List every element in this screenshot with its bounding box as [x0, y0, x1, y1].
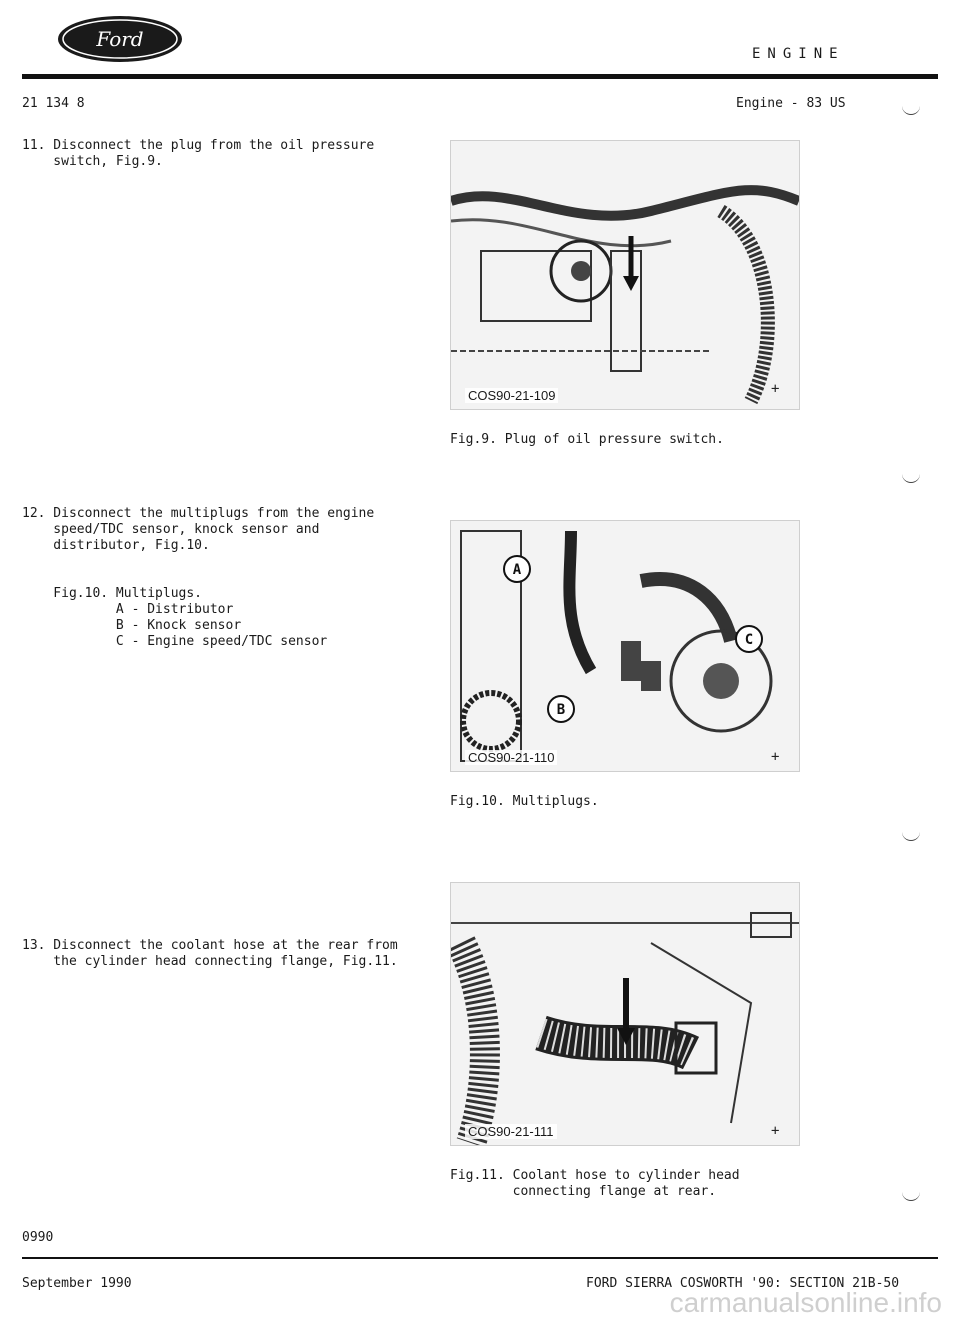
- figure-10-code: COS90-21-110: [465, 750, 558, 765]
- fig10-legend: Fig.10. Multiplugs. A - Distributor B - …: [53, 586, 328, 649]
- svg-text:A: A: [513, 562, 522, 578]
- subsection-title: Engine - 83 US: [736, 96, 846, 111]
- svg-text:+: +: [771, 1123, 779, 1139]
- figure-9-code: COS90-21-109: [465, 388, 559, 403]
- watermark: carmanualsonline.info: [669, 1287, 942, 1318]
- figure-11-caption: Fig.11. Coolant hose to cylinder head co…: [450, 1168, 740, 1199]
- svg-text:Ford: Ford: [95, 27, 143, 51]
- page-code: 21 134 8: [22, 96, 85, 111]
- header-rule: [22, 74, 938, 79]
- figure-10-image: A B C + COS90-21-110: [450, 520, 800, 772]
- svg-text:+: +: [771, 381, 779, 397]
- figure-10-caption: Fig.10. Multiplugs.: [450, 794, 599, 809]
- ford-logo: Ford: [56, 14, 184, 64]
- figure-11-code: COS90-21-111: [465, 1124, 557, 1139]
- step-13: 13. Disconnect the coolant hose at the r…: [22, 938, 398, 969]
- figure-9-image: + COS90-21-109: [450, 140, 800, 410]
- svg-text:+: +: [771, 749, 779, 765]
- svg-text:C: C: [745, 632, 753, 648]
- figure-9-caption: Fig.9. Plug of oil pressure switch.: [450, 432, 724, 447]
- footer-rule: [22, 1257, 938, 1259]
- footer-code: 0990: [22, 1230, 54, 1245]
- section-title: ENGINE: [752, 46, 845, 62]
- footer-date: September 1990: [22, 1276, 132, 1291]
- step-12: 12. Disconnect the multiplugs from the e…: [22, 506, 375, 553]
- svg-text:B: B: [557, 702, 565, 718]
- margin-tick: [902, 1192, 920, 1201]
- margin-tick: [902, 474, 920, 483]
- margin-tick: [902, 832, 920, 841]
- footer-reference: FORD SIERRA COSWORTH '90: SECTION 21B-50: [586, 1276, 900, 1291]
- margin-tick: [902, 106, 920, 115]
- step-11: 11. Disconnect the plug from the oil pre…: [22, 138, 375, 169]
- figure-11-image: + COS90-21-111: [450, 882, 800, 1146]
